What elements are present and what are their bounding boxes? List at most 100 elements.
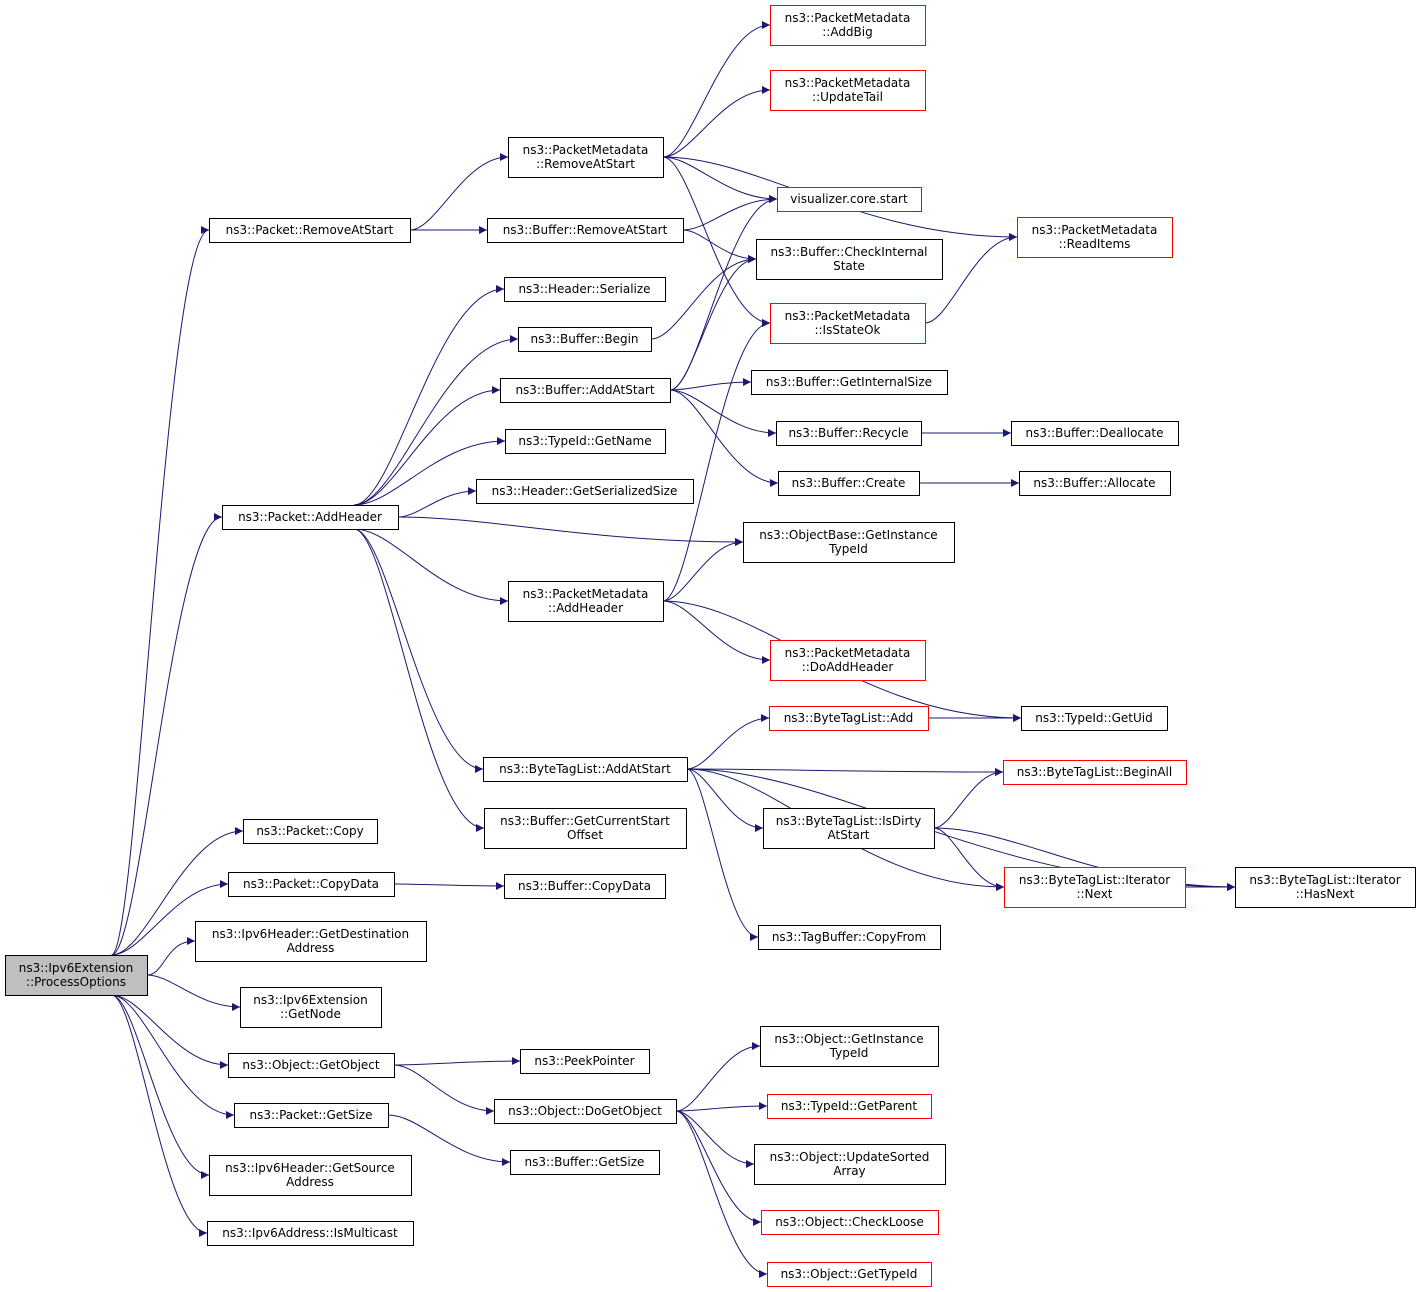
node-pm-doaddheader[interactable]: ns3::PacketMetadata::DoAddHeader — [770, 640, 926, 681]
edge-root-to-pkt-removeatstart — [111, 226, 210, 956]
call-edge — [669, 195, 778, 391]
node-buf-begin[interactable]: ns3::Buffer::Begin — [518, 327, 652, 352]
node-typeid-getuid[interactable]: ns3::TypeId::GetUid — [1021, 706, 1168, 731]
node-label: ns3::TypeId::GetParent — [781, 1099, 917, 1113]
node-vis-core-start[interactable]: visualizer.core.start — [777, 187, 922, 212]
call-edge — [669, 255, 757, 391]
node-label: ns3::TypeId::GetName — [518, 434, 651, 448]
node-peekpointer[interactable]: ns3::PeekPointer — [520, 1049, 650, 1074]
call-edge — [669, 389, 779, 487]
call-edge — [675, 1042, 761, 1112]
node-obj-getobject[interactable]: ns3::Object::GetObject — [228, 1053, 395, 1078]
node-obj-gettypeid[interactable]: ns3::Object::GetTypeId — [767, 1262, 932, 1287]
node-pm-isstateok[interactable]: ns3::PacketMetadata::IsStateOk — [770, 303, 926, 344]
node-label: ns3::Buffer::GetSize — [525, 1155, 645, 1169]
node-box — [767, 1262, 932, 1287]
node-box — [504, 277, 666, 302]
call-edge — [393, 1064, 495, 1115]
node-buf-removeatstart[interactable]: ns3::Buffer::RemoveAtStart — [487, 218, 684, 243]
call-edge — [111, 226, 210, 956]
call-edge — [393, 881, 505, 890]
edge-pkt-addheader-to-buf-addatstart — [353, 386, 501, 506]
node-btl-add[interactable]: ns3::ByteTagList::Add — [769, 706, 929, 731]
node-pkt-copydata[interactable]: ns3::Packet::CopyData — [228, 872, 395, 897]
call-edge — [353, 437, 506, 506]
node-box — [508, 137, 664, 178]
node-btl-addatstart[interactable]: ns3::ByteTagList::AddAtStart — [483, 757, 688, 782]
node-hdr-getserializedsize[interactable]: ns3::Header::GetSerializedSize — [476, 479, 694, 504]
node-typeid-getparent[interactable]: ns3::TypeId::GetParent — [767, 1094, 932, 1119]
edge-pm-removeatstart-to-pm-isstateok — [662, 156, 771, 327]
node-buf-addatstart[interactable]: ns3::Buffer::AddAtStart — [500, 378, 671, 403]
node-label: State — [833, 259, 865, 273]
node-layer: ns3::Ipv6Extension::ProcessOptionsns3::P… — [5, 5, 1416, 1287]
call-edge — [111, 994, 235, 1119]
node-label: ns3::Header::GetSerializedSize — [492, 484, 678, 498]
node-label: visualizer.core.start — [790, 192, 908, 206]
node-buf-getinternalsize[interactable]: ns3::Buffer::GetInternalSize — [751, 370, 948, 395]
node-typeid-getname[interactable]: ns3::TypeId::GetName — [505, 429, 666, 454]
call-edge — [686, 768, 764, 832]
edge-layer — [111, 21, 1236, 1278]
call-edge — [662, 319, 771, 602]
node-buf-getsize[interactable]: ns3::Buffer::GetSize — [510, 1150, 660, 1175]
node-obj-checkloose[interactable]: ns3::Object::CheckLoose — [761, 1210, 939, 1235]
call-edge — [397, 516, 744, 546]
node-btl-iter-hasnext[interactable]: ns3::ByteTagList::Iterator::HasNext — [1235, 867, 1416, 908]
node-pkt-getsize[interactable]: ns3::Packet::GetSize — [234, 1103, 389, 1128]
node-ipv6addr-ismulticast[interactable]: ns3::Ipv6Address::IsMulticast — [207, 1221, 414, 1246]
node-btl-iter-next[interactable]: ns3::ByteTagList::Iterator::Next — [1004, 867, 1186, 908]
node-btl-beginall[interactable]: ns3::ByteTagList::BeginAll — [1003, 760, 1187, 785]
node-buf-allocate[interactable]: ns3::Buffer::Allocate — [1019, 471, 1171, 496]
node-pm-removeatstart[interactable]: ns3::PacketMetadata::RemoveAtStart — [508, 137, 664, 178]
node-pkt-addheader[interactable]: ns3::Packet::AddHeader — [222, 505, 399, 530]
edge-pkt-addheader-to-hdr-getserializedsize — [397, 487, 477, 518]
call-edge — [353, 285, 505, 506]
node-buf-deallocate[interactable]: ns3::Buffer::Deallocate — [1011, 421, 1179, 446]
node-label: ns3::Object::DoGetObject — [508, 1104, 662, 1118]
node-pm-addbig[interactable]: ns3::PacketMetadata::AddBig — [770, 5, 926, 46]
node-tagbuffer-copyfrom[interactable]: ns3::TagBuffer::CopyFrom — [758, 925, 941, 950]
node-buf-recycle[interactable]: ns3::Buffer::Recycle — [776, 421, 922, 446]
node-box — [484, 808, 687, 849]
call-edge — [662, 538, 744, 602]
call-edge — [650, 255, 757, 340]
node-ipv6ext-getnode[interactable]: ns3::Ipv6Extension::GetNode — [240, 987, 382, 1028]
node-obj-dogetobject[interactable]: ns3::Object::DoGetObject — [494, 1099, 677, 1124]
edge-root-to-pkt-addheader — [111, 513, 223, 956]
call-edge — [353, 528, 509, 605]
node-pm-updatetail[interactable]: ns3::PacketMetadata::UpdateTail — [770, 70, 926, 111]
edge-pkt-addheader-to-buf-getcurrentstartoffset — [353, 528, 485, 832]
node-label: ns3::Buffer::AddAtStart — [515, 383, 654, 397]
node-buf-copydata[interactable]: ns3::Buffer::CopyData — [504, 874, 666, 899]
node-label: ns3::Packet::RemoveAtStart — [226, 223, 394, 237]
node-pm-readitems[interactable]: ns3::PacketMetadata::ReadItems — [1017, 217, 1173, 258]
node-pkt-removeatstart[interactable]: ns3::Packet::RemoveAtStart — [209, 218, 411, 243]
node-box — [1003, 760, 1187, 785]
node-buf-create[interactable]: ns3::Buffer::Create — [778, 471, 920, 496]
node-label: ::ProcessOptions — [26, 975, 126, 989]
edge-pkt-addheader-to-buf-begin — [353, 335, 519, 506]
node-label: ::AddBig — [822, 25, 873, 39]
node-pkt-copy[interactable]: ns3::Packet::Copy — [243, 819, 378, 844]
node-pm-addheader[interactable]: ns3::PacketMetadata::AddHeader — [508, 581, 664, 622]
node-label: Address — [287, 941, 335, 955]
node-root[interactable]: ns3::Ipv6Extension::ProcessOptions — [5, 955, 148, 996]
node-box — [778, 471, 920, 496]
edge-pm-removeatstart-to-pm-updatetail — [662, 86, 771, 158]
edge-buf-removeatstart-to-vis-core-start — [682, 195, 778, 231]
node-label: ns3::Buffer::CopyData — [518, 879, 651, 893]
node-hdr-serialize[interactable]: ns3::Header::Serialize — [504, 277, 666, 302]
edge-pkt-addheader-to-pm-addheader — [353, 528, 509, 605]
call-edge — [111, 994, 210, 1179]
edge-btl-addatstart-to-btl-add — [686, 714, 770, 770]
node-label: ns3::Packet::Copy — [256, 824, 363, 838]
